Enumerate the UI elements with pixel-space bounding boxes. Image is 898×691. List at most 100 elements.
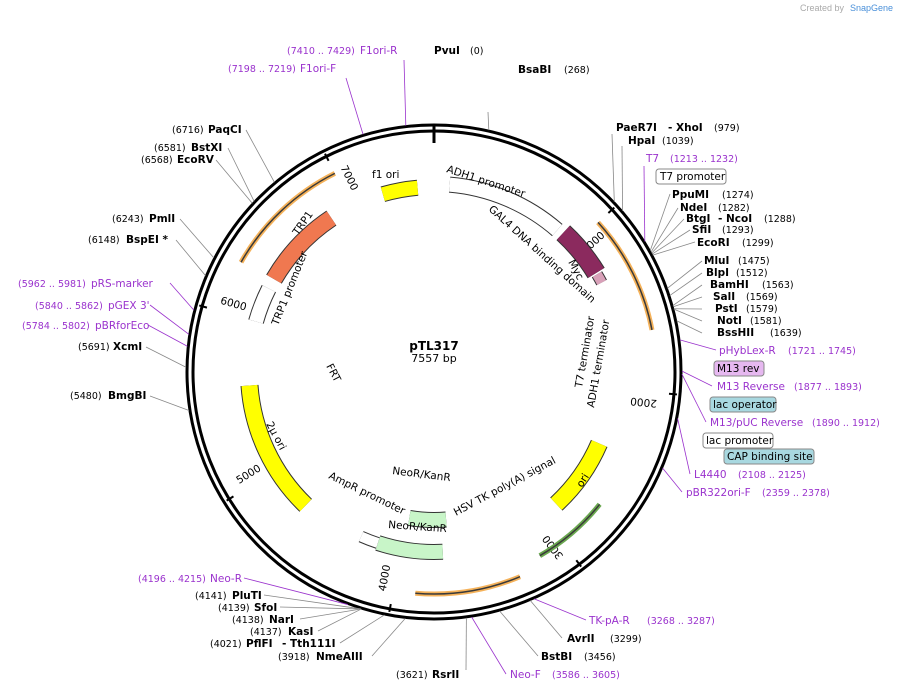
site-pos: (4138) bbox=[232, 615, 264, 626]
leader-mcs bbox=[650, 207, 679, 253]
feature-f1-ori-label: f1 ori bbox=[372, 169, 399, 181]
tick-mark bbox=[607, 206, 615, 214]
site-label: SfiI bbox=[692, 224, 711, 236]
m13-rev-label: M13 rev bbox=[717, 363, 760, 375]
site-pos: (1475) bbox=[738, 256, 770, 267]
trp1-band bbox=[267, 211, 336, 284]
primer-pos: (7410 .. 7429) bbox=[287, 46, 355, 57]
site-label: AvrII bbox=[567, 633, 595, 645]
site-pos: (1299) bbox=[742, 238, 774, 249]
site-pos: (4139) bbox=[218, 603, 250, 614]
leader-tkpa bbox=[534, 598, 587, 621]
leader-mcs2 bbox=[673, 296, 703, 308]
primer-label: F1ori-R bbox=[360, 45, 397, 57]
site-label: PaqCI bbox=[208, 124, 242, 136]
tick-label: 5000 bbox=[234, 462, 263, 486]
feature-layer bbox=[238, 171, 655, 597]
leader-avrii bbox=[529, 600, 563, 639]
leader-f1ori-f bbox=[345, 77, 364, 135]
site-label: BstXI bbox=[191, 142, 222, 154]
primer-pos: (1213 .. 1232) bbox=[670, 154, 738, 165]
site-pos: (5691) bbox=[78, 342, 110, 353]
site-label: BamHI bbox=[710, 279, 749, 291]
primer-label: TK-pA-R bbox=[588, 615, 630, 627]
lac-operator-box bbox=[709, 396, 777, 413]
tick-label: 2000 bbox=[630, 395, 658, 409]
site-pos: (3621) bbox=[396, 670, 428, 681]
tick-label: 6000 bbox=[219, 295, 248, 314]
primer-pos: (5784 .. 5802) bbox=[22, 321, 90, 332]
tick-mark bbox=[226, 495, 234, 502]
arc-hsv-highlight bbox=[539, 503, 601, 557]
site-label: PluTI bbox=[232, 590, 262, 602]
site-pos: (1282) bbox=[718, 203, 750, 214]
tick-mark bbox=[198, 304, 208, 309]
site-label: PvuI bbox=[434, 45, 460, 57]
leader-xcmi bbox=[145, 346, 187, 368]
tick-mark bbox=[668, 392, 678, 396]
site-pos: (4021) bbox=[210, 639, 242, 650]
site-label: NdeI bbox=[680, 202, 707, 214]
site-label: BlpI bbox=[706, 267, 729, 279]
primer-pos: (4196 .. 4215) bbox=[138, 574, 206, 585]
site-pos: (6568) bbox=[141, 155, 173, 166]
leader-mcs2 bbox=[676, 320, 703, 334]
cap-site-box bbox=[723, 448, 815, 465]
2micron-band bbox=[241, 384, 312, 512]
site-label: PstI bbox=[715, 303, 738, 315]
arc-gal4-highlight bbox=[597, 221, 653, 331]
leader-ecorv bbox=[215, 159, 253, 204]
primer-label: pRS-marker bbox=[91, 278, 154, 290]
primer-label: F1ori-F bbox=[300, 63, 336, 75]
leader-phyblex bbox=[679, 339, 717, 351]
tick-mark bbox=[324, 153, 330, 162]
site-label: BtgI bbox=[686, 213, 710, 225]
site-pos: (1039) bbox=[662, 136, 694, 147]
site-pos: (1579) bbox=[746, 304, 778, 315]
site-pos: (979) bbox=[714, 123, 740, 134]
leader-mcs bbox=[651, 229, 691, 255]
primer-pos: (5962 .. 5981) bbox=[18, 279, 86, 290]
site-pos: (4141) bbox=[195, 591, 227, 602]
site-pos: (3456) bbox=[584, 652, 616, 663]
site-pos: (5480) bbox=[70, 391, 102, 402]
site-label: NotI bbox=[717, 315, 742, 327]
leader-bmgbi bbox=[149, 395, 190, 411]
primer-pos: (1890 .. 1912) bbox=[812, 418, 880, 429]
primer-pos: (7198 .. 7219) bbox=[228, 64, 296, 75]
site-label: BstBI bbox=[541, 651, 572, 663]
leader-nari bbox=[299, 608, 362, 620]
leader-f1ori-r bbox=[403, 59, 407, 126]
leader-hpai bbox=[621, 145, 623, 211]
arc-neo-highlight bbox=[415, 575, 521, 595]
leader-t7 bbox=[643, 165, 646, 242]
tick-mark bbox=[575, 559, 582, 568]
site-label: PpuMI bbox=[672, 189, 709, 201]
site-label: MluI bbox=[704, 255, 729, 267]
site-label: PaeR7I bbox=[616, 122, 657, 134]
t7-promoter-label: T7 promoter bbox=[659, 171, 726, 183]
trp1-promoter-band bbox=[249, 285, 276, 324]
arc-hsv-highlight-glow bbox=[538, 502, 602, 558]
plasmid-length: 7557 bp bbox=[411, 352, 456, 365]
leader-neof bbox=[471, 616, 507, 675]
primer-label: pBRforEco bbox=[95, 320, 149, 332]
site-pos: (6243) bbox=[112, 214, 144, 225]
site-label: RsrII bbox=[432, 669, 459, 681]
leader-bstxi bbox=[227, 147, 255, 202]
leader-pbr322 bbox=[662, 467, 683, 493]
leader-bstbi bbox=[499, 610, 539, 657]
site-pos: (6148) bbox=[88, 235, 120, 246]
primer-label: Neo-F bbox=[510, 669, 541, 681]
ampr-promoter-band bbox=[359, 531, 380, 548]
tick-mark bbox=[388, 603, 392, 613]
site-pos: (1512) bbox=[736, 268, 768, 279]
site-pos: (3918) bbox=[278, 652, 310, 663]
site-label: BsaBI bbox=[518, 64, 551, 76]
lac-promoter-box bbox=[702, 432, 774, 449]
leader-m13puc bbox=[681, 374, 707, 423]
site-label: PmlI bbox=[149, 213, 175, 225]
primer-label: M13/pUC Reverse bbox=[710, 417, 803, 429]
